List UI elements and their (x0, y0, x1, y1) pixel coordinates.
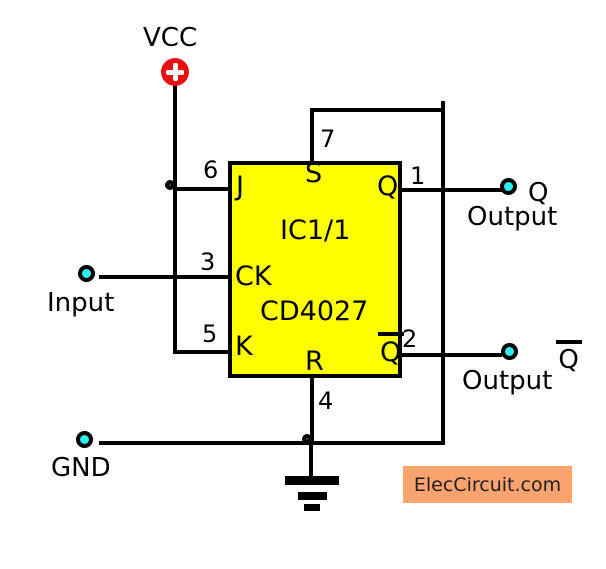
q-output-sublabel: Output (467, 202, 558, 232)
ic-pin-label-s: S (305, 158, 323, 189)
pin-number-q: 1 (410, 162, 426, 190)
ground-bar-3 (304, 504, 320, 511)
wire-j-pin (173, 187, 230, 191)
wire-s-loop-top (310, 108, 445, 112)
ic-pin-label-q: Q (377, 171, 399, 202)
wire-r-pin (310, 376, 314, 445)
wire-input-to-ck (99, 275, 230, 279)
pin-number-qbar: 2 (402, 325, 418, 353)
qbar-output-label: Q (556, 340, 583, 375)
q-output-label: Q (528, 178, 549, 208)
watermark-text: ElecCircuit.com (413, 473, 562, 496)
ic-part-number: CD4027 (260, 296, 369, 327)
ic-pin-label-qbar: Q (377, 332, 405, 368)
ic-pin-label-j: J (236, 171, 244, 202)
watermark-badge: ElecCircuit.com (403, 466, 572, 503)
pin-number-j: 6 (203, 156, 219, 184)
ic-body (228, 161, 402, 378)
qbar-output-sublabel: Output (462, 366, 553, 396)
plus-icon (172, 63, 178, 81)
q-output-terminal (500, 178, 517, 195)
ic-pin-label-ck: CK (235, 261, 272, 292)
ic-designator: IC1/1 (280, 215, 351, 246)
qbar-output-terminal (501, 343, 518, 360)
wire-k-pin (173, 350, 230, 354)
input-label: Input (47, 288, 115, 318)
pin-number-k: 5 (202, 320, 218, 348)
junction-dot-gnd (302, 434, 312, 444)
ic-pin-label-r: R (305, 346, 324, 377)
gnd-label: GND (51, 453, 111, 483)
gnd-terminal (76, 431, 93, 448)
wire-gnd-rail (99, 441, 445, 445)
ic-pin-label-k: K (235, 331, 253, 362)
vcc-terminal (161, 58, 189, 86)
wire-s-loop-tick (441, 101, 445, 111)
ground-bar-2 (298, 492, 327, 500)
pin-number-r: 4 (318, 387, 334, 415)
wire-s-pin (310, 108, 314, 164)
junction-dot-jk (165, 180, 175, 190)
wire-qbar-output (400, 353, 502, 357)
wire-s-loop-right (441, 108, 445, 445)
wire-vcc-drop (173, 85, 177, 189)
input-terminal (78, 265, 95, 282)
wire-q-output (400, 188, 502, 192)
ground-bar-1 (285, 476, 339, 485)
wire-j-to-k (173, 187, 177, 354)
vcc-label: VCC (143, 23, 198, 53)
wire-gnd-stub (309, 443, 313, 478)
pin-number-s: 7 (320, 125, 336, 153)
pin-number-ck: 3 (200, 248, 216, 276)
